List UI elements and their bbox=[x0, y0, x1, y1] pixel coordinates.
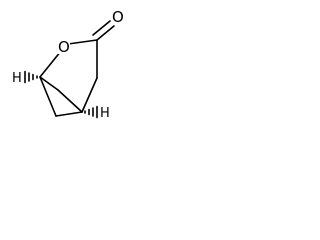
bond-skeleton bbox=[39, 20, 115, 117]
ring-oxygen-label: O bbox=[58, 38, 70, 56]
bond-c3-c4 bbox=[81, 77, 98, 113]
bond-o-c2 bbox=[67, 39, 98, 45]
bond-c6-c4 bbox=[57, 89, 83, 113]
bond-c2-o-double-2 bbox=[92, 20, 111, 36]
atom-labels: O O H H bbox=[12, 8, 124, 121]
bond-c2-o-double-1 bbox=[96, 25, 115, 41]
bicyclic-lactone-structure: O O H H bbox=[12, 8, 124, 121]
carbonyl-oxygen-label: O bbox=[112, 8, 124, 26]
bond-c7-c1 bbox=[39, 76, 57, 117]
stereo-bond-right bbox=[84, 105, 98, 119]
stereo-bond-left bbox=[24, 70, 38, 84]
bond-c4-c7 bbox=[55, 111, 83, 117]
bond-c1-o bbox=[39, 50, 62, 78]
bond-c1-c6 bbox=[39, 76, 59, 91]
stereo-h-right-label: H bbox=[100, 106, 110, 121]
stereo-h-left-label: H bbox=[12, 71, 22, 86]
